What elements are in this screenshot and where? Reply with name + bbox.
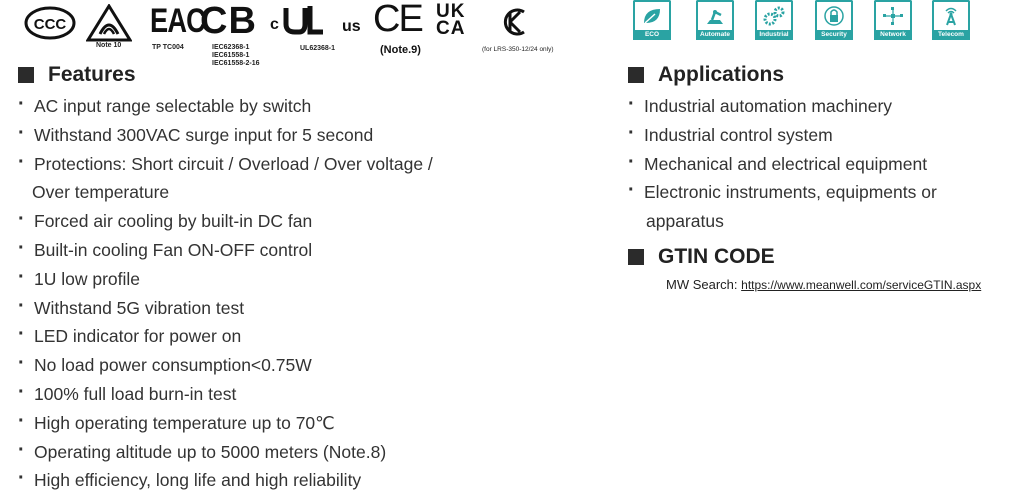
- cb-note-1: IEC62368-1: [212, 44, 250, 51]
- list-item: Operating altitude up to 5000 meters (No…: [18, 436, 433, 467]
- automate-app-icon: Automate: [696, 0, 738, 42]
- cb-notes: IEC62368-1 IEC61558-1 IEC61558-2-16: [212, 44, 259, 68]
- list-item: Mechanical and electrical equipment: [628, 148, 937, 179]
- ukca-bottom: CA: [436, 18, 466, 39]
- rcm-note: Note 10: [96, 42, 122, 49]
- list-item-continuation: Over temperature: [32, 182, 170, 203]
- ce-note: (Note.9): [380, 44, 421, 56]
- list-item: High operating temperature up to 70℃: [18, 407, 433, 438]
- ul-c-mark: c: [270, 16, 279, 33]
- gtin-link[interactable]: https://www.meanwell.com/serviceGTIN.asp…: [741, 278, 982, 292]
- list-item: High efficiency, long life and high reli…: [18, 464, 433, 495]
- ukca-logo: UK CA: [436, 1, 466, 39]
- eac-note: TP TC004: [152, 44, 184, 51]
- ccc-logo: CCC: [24, 6, 76, 45]
- network-app-icon: Network: [874, 0, 916, 42]
- features-heading: Features: [18, 63, 136, 87]
- ccc-text: CCC: [34, 16, 67, 33]
- gears-icon: [763, 6, 785, 26]
- gtin-title: GTIN CODE: [658, 245, 775, 268]
- rcm-logo: [85, 3, 133, 47]
- list-item: Industrial control system: [628, 119, 937, 150]
- security-app-icon: Security: [815, 0, 857, 42]
- list-item: AC input range selectable by switch: [18, 90, 433, 121]
- list-item: Protections: Short circuit / Overload / …: [18, 148, 433, 208]
- eco-app-icon: ECO: [633, 0, 675, 42]
- features-title: Features: [48, 63, 136, 86]
- list-item: Industrial automation machinery: [628, 90, 937, 121]
- telecom-app-icon: Telecom: [932, 0, 974, 42]
- cb-note-2: IEC61558-1: [212, 52, 250, 59]
- list-item: No load power consumption<0.75W: [18, 349, 433, 380]
- list-item: Electronic instruments, equipments orapp…: [628, 176, 937, 236]
- eac-logo: EAC: [150, 2, 206, 40]
- kc-note: (for LRS-350-12/24 only): [482, 46, 554, 53]
- heading-square-icon: [18, 67, 34, 83]
- heading-square-icon: [628, 67, 644, 83]
- gtin-heading: GTIN CODE: [628, 245, 775, 269]
- telecom-label: Telecom: [932, 30, 970, 40]
- industrial-label: Industrial: [755, 30, 793, 40]
- leaf-icon: [644, 9, 660, 24]
- heading-square-icon: [628, 249, 644, 265]
- network-label: Network: [874, 30, 912, 40]
- ce-logo: CE: [373, 0, 424, 40]
- applications-title: Applications: [658, 63, 785, 86]
- applications-heading: Applications: [628, 63, 784, 87]
- list-item: LED indicator for power on: [18, 320, 433, 351]
- security-label: Security: [815, 30, 853, 40]
- list-item: Forced air cooling by built-in DC fan: [18, 205, 433, 236]
- list-item: Withstand 300VAC surge input for 5 secon…: [18, 119, 433, 150]
- list-item: 1U low profile: [18, 263, 433, 294]
- gtin-label: MW Search:: [666, 277, 738, 292]
- cb-note-3: IEC61558-2-16: [212, 60, 260, 67]
- list-item: 100% full load burn-in test: [18, 378, 433, 409]
- ul-us-mark: us: [342, 18, 361, 35]
- eco-label: ECO: [633, 30, 671, 40]
- lock-icon: [824, 6, 844, 26]
- network-icon: [883, 7, 903, 25]
- cb-logo: CB: [200, 0, 257, 42]
- list-item: Built-in cooling Fan ON-OFF control: [18, 234, 433, 265]
- industrial-app-icon: Industrial: [755, 0, 797, 42]
- ul-note: UL62368-1: [300, 45, 336, 52]
- automate-label: Automate: [696, 30, 734, 40]
- robot-arm-icon: [707, 10, 723, 24]
- list-item: Withstand 5G vibration test: [18, 292, 433, 323]
- list-item-continuation: apparatus: [646, 211, 724, 232]
- ukca-top: UK: [436, 1, 466, 22]
- antenna-icon: [945, 7, 957, 26]
- ul-logo: [283, 4, 325, 41]
- applications-list: Industrial automation machinery Industri…: [628, 90, 937, 236]
- gtin-search-line: MW Search: https://www.meanwell.com/serv…: [666, 277, 981, 292]
- features-list: AC input range selectable by switch With…: [18, 90, 433, 495]
- kc-logo: [502, 6, 530, 43]
